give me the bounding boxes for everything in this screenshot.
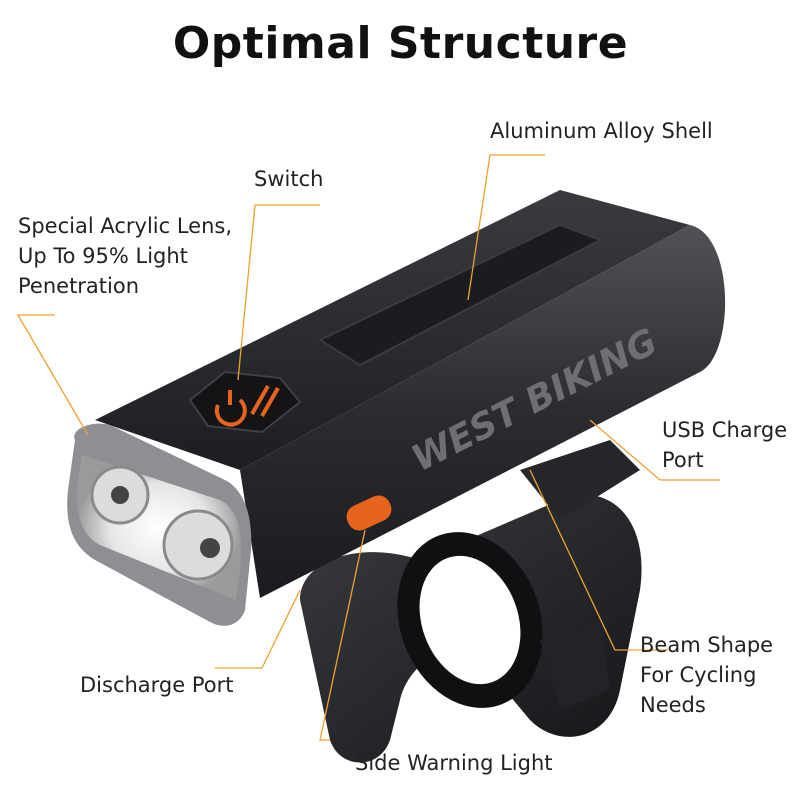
label-discharge-port: Discharge Port <box>80 673 234 697</box>
label-acrylic-lens-line-1: Special Acrylic Lens, <box>18 214 233 238</box>
label-usb-port-line-2: Port <box>662 448 704 472</box>
leader-line-shell <box>467 154 545 301</box>
leader-line-switch <box>237 204 320 381</box>
leader-line-usb <box>589 419 720 481</box>
switch-button <box>188 370 302 434</box>
leader-lines <box>16 154 720 741</box>
page-title: Optimal Structure <box>172 18 629 69</box>
label-acrylic-lens-line-2: Up To 95% Light <box>18 244 188 268</box>
leader-line-beam <box>529 469 668 651</box>
leader-line-warning <box>319 529 366 741</box>
label-beam-shape-line-3: Needs <box>640 693 706 717</box>
label-beam-shape-line-1: Beam Shape <box>640 633 774 657</box>
label-beam-shape: Beam Shape For Cycling Needs <box>640 630 773 720</box>
label-side-warning-light: Side Warning Light <box>355 751 553 775</box>
label-acrylic-lens: Special Acrylic Lens, Up To 95% Light Pe… <box>18 211 232 301</box>
label-usb-port-line-1: USB Charge <box>662 418 788 442</box>
leader-line-lens <box>16 314 89 436</box>
label-aluminum-shell: Aluminum Alloy Shell <box>490 119 713 143</box>
label-acrylic-lens-line-3: Penetration <box>18 274 140 298</box>
label-usb-port: USB Charge Port <box>662 415 787 475</box>
front-lens <box>67 423 252 626</box>
label-beam-shape-line-2: For Cycling <box>640 663 757 687</box>
side-warning-light <box>346 495 392 531</box>
leader-line-discharge <box>215 589 301 669</box>
handlebar-mount <box>300 440 642 763</box>
label-switch: Switch <box>254 167 324 191</box>
